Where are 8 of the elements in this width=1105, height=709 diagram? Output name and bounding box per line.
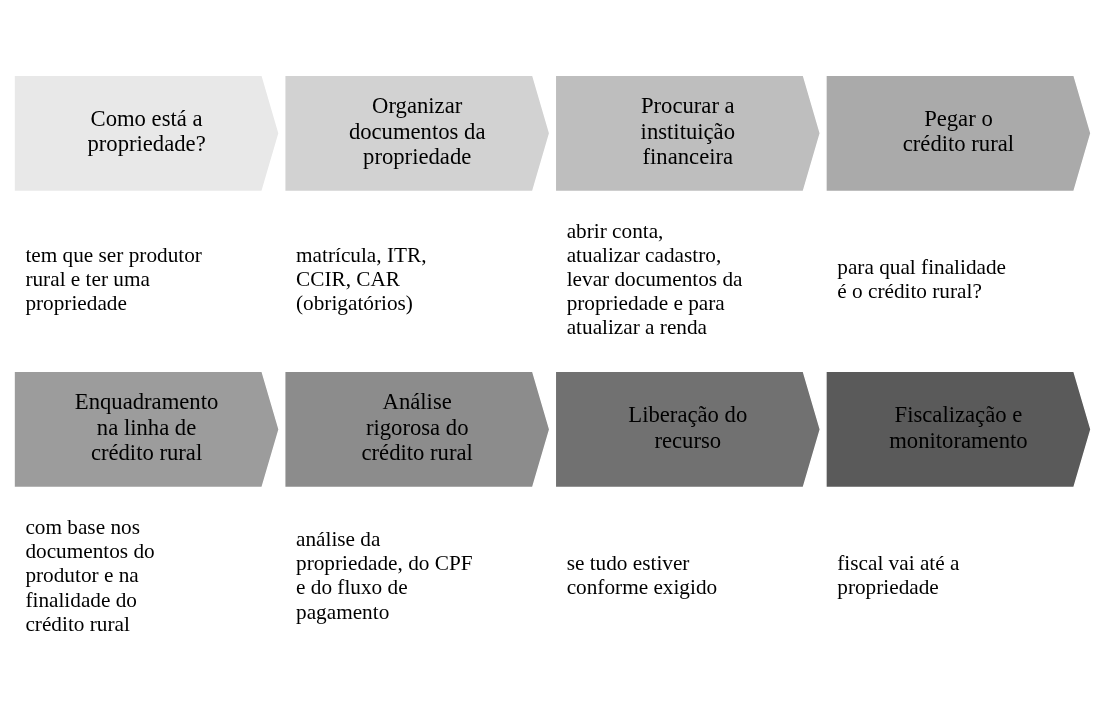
node-label: matrícula, ITR, CCIR, CAR (obrigatórios) [296,242,427,315]
node-label: fiscal vai até a propriedade [837,550,960,599]
node-label: para qual finalidade é o crédito rural? [837,254,1007,303]
node-label: tem que ser produtor rural e ter uma propriedade [25,242,202,315]
node-label: se tudo estiver conforme exigido [566,550,718,599]
node-label: abrir conta, atualizar cadastro, levar documentos da propriedade e para atualizar a renda [566,218,743,339]
node-label: com base nos documentos do produtor e na finalidade do crédito rural [25,514,155,636]
node-label: análise da propriedade, do CPF e do fluxo de pagamento [296,526,473,624]
